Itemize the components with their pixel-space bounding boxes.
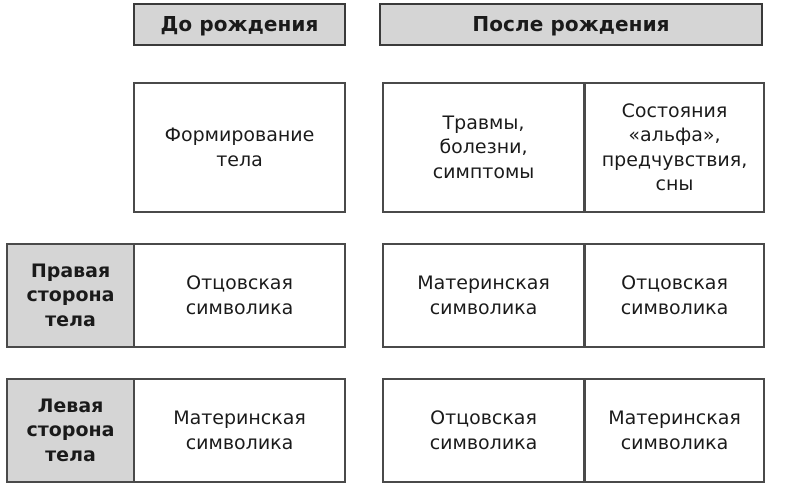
column-header-after-birth: После рождения — [379, 3, 763, 46]
column-header-before-birth: До рождения — [133, 3, 346, 46]
column-header-after-birth-label: После рождения — [472, 11, 670, 36]
cell-row1-after-birth-right: Состояния«альфа»,предчувствия,сны — [584, 82, 765, 213]
cell-row1-after-birth-left: Травмы,болезни,симптомы — [382, 82, 585, 213]
cell-row1-after-birth-left-text: Травмы,болезни,симптомы — [432, 112, 535, 183]
column-header-before-birth-label: До рождения — [160, 11, 319, 36]
cell-row1-after-birth-right-text: Состояния«альфа»,предчувствия,сны — [601, 99, 748, 195]
